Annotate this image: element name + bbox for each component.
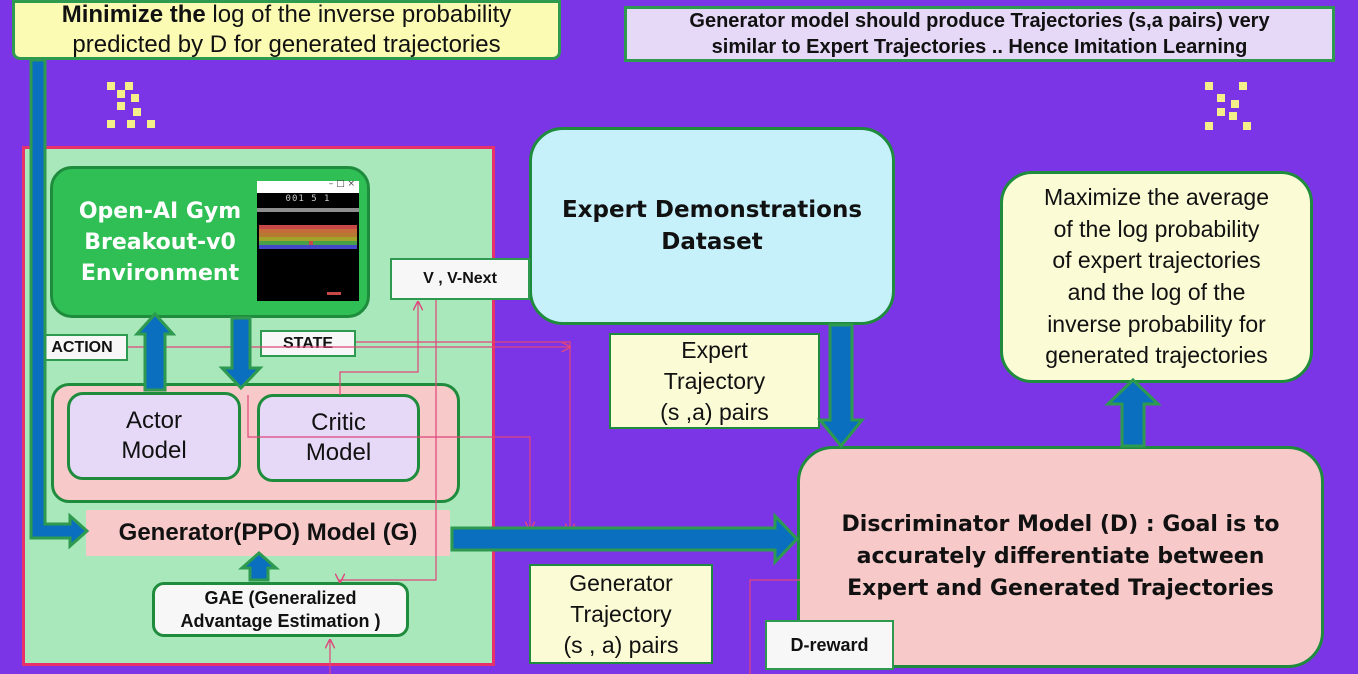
maximize-objective-text: Maximize the average of the log probabil… bbox=[1044, 184, 1269, 369]
minimize-note-bold: Minimize the bbox=[61, 1, 206, 28]
wire-dreward-bottom bbox=[749, 579, 800, 674]
generator-trajectory-label: Generator Trajectory (s , a) pairs bbox=[563, 569, 679, 658]
discriminator-label: Discriminator Model (D) : Goal is to acc… bbox=[841, 512, 1280, 601]
wire-state-to-discriminator bbox=[356, 341, 570, 532]
wire-critic-to-vnext bbox=[339, 302, 418, 395]
environment-title: Open-AI Gym Breakout-v0 Environment bbox=[78, 199, 242, 286]
actor-model: Actor Model bbox=[67, 392, 241, 480]
minimize-note-text: log of the inverse probability predicted… bbox=[72, 1, 512, 58]
action-label-text: ACTION bbox=[51, 338, 113, 356]
gae-box: GAE (Generalized Advantage Estimation ) bbox=[152, 582, 409, 637]
breakout-game-screenshot: – □ × 001 5 1 bbox=[257, 179, 359, 301]
d-reward-label: D-reward bbox=[765, 620, 894, 670]
generator-goal-note: Generator model should produce Trajector… bbox=[624, 6, 1335, 62]
generator-model-label: Generator(PPO) Model (G) bbox=[118, 519, 418, 546]
brick-row-amber bbox=[259, 233, 357, 237]
wire-vnext-to-gae bbox=[340, 300, 437, 582]
minimize-note: Minimize the log of the inverse probabil… bbox=[12, 0, 561, 60]
arrow-gae-to-generator bbox=[238, 550, 280, 582]
brick-row-green bbox=[259, 241, 357, 245]
window-controls-icon: – □ × bbox=[328, 179, 355, 189]
generator-trajectory-note: Generator Trajectory (s , a) pairs bbox=[529, 564, 713, 664]
game-paddle bbox=[327, 292, 341, 295]
window-titlebar: – □ × bbox=[257, 179, 359, 193]
critic-model-label: Critic Model bbox=[305, 409, 372, 466]
maximize-objective: Maximize the average of the log probabil… bbox=[1000, 171, 1313, 383]
game-score: 001 5 1 bbox=[285, 194, 331, 204]
arrow-minimize-to-generator bbox=[29, 58, 90, 550]
d-reward-label-text: D-reward bbox=[790, 634, 869, 655]
sparkle-icon-left bbox=[107, 82, 155, 128]
game-top-wall bbox=[257, 208, 359, 212]
arrow-dataset-to-discriminator bbox=[816, 323, 866, 449]
brick-row-orange bbox=[259, 229, 357, 233]
brick-row-yellow bbox=[259, 237, 357, 241]
arrow-actor-to-environment bbox=[133, 311, 177, 392]
generator-model: Generator(PPO) Model (G) bbox=[86, 510, 450, 556]
gae-label: GAE (Generalized Advantage Estimation ) bbox=[180, 587, 381, 631]
v-vnext-label: V , V-Next bbox=[390, 258, 530, 300]
critic-model: Critic Model bbox=[257, 394, 420, 482]
arrow-discriminator-to-objective bbox=[1104, 377, 1162, 448]
actor-model-label: Actor Model bbox=[121, 407, 187, 464]
expert-trajectory-label: Expert Trajectory (s ,a) pairs bbox=[660, 336, 769, 425]
expert-dataset-title: Expert Demonstrations Dataset bbox=[561, 197, 863, 255]
brick-row-blue bbox=[259, 245, 357, 249]
sparkle-icon-right bbox=[1205, 82, 1251, 130]
brick-row-red bbox=[259, 225, 357, 229]
game-ball bbox=[309, 241, 313, 245]
generator-goal-text: Generator model should produce Trajector… bbox=[689, 10, 1270, 58]
arrow-generator-to-discriminator bbox=[450, 512, 800, 566]
action-label: ACTION bbox=[36, 334, 128, 361]
arrow-environment-to-critic bbox=[218, 316, 264, 391]
wire-actor-to-discriminator bbox=[247, 395, 530, 530]
v-vnext-label-text: V , V-Next bbox=[423, 270, 497, 287]
expert-dataset: Expert Demonstrations Dataset bbox=[529, 127, 895, 325]
expert-trajectory-note: Expert Trajectory (s ,a) pairs bbox=[609, 333, 820, 429]
